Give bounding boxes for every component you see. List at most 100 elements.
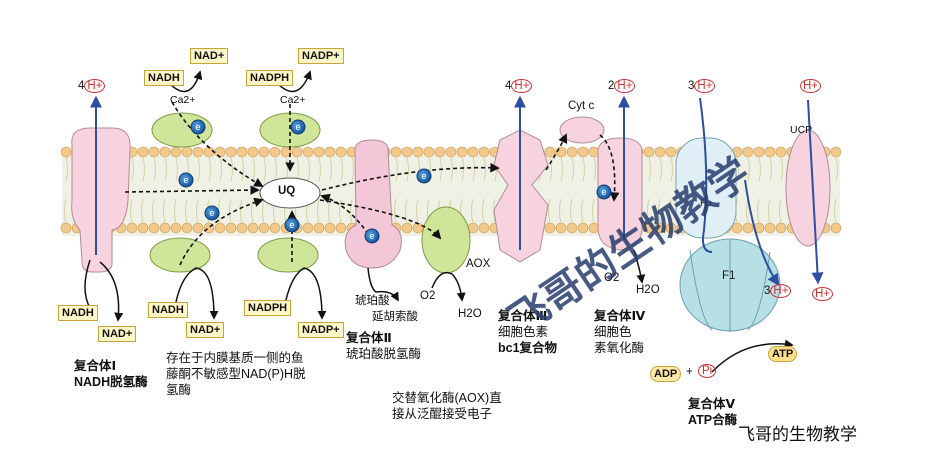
lipid-tail [405, 156, 409, 224]
lipid-tail [317, 156, 321, 224]
lipid-tail [64, 156, 68, 224]
lipid-head [544, 146, 556, 158]
lipid-head [214, 222, 226, 234]
lipid-head [170, 146, 182, 158]
lipid-head [324, 222, 336, 234]
ucp-shape [785, 129, 831, 247]
lipid-head [247, 146, 259, 158]
lipid-head [830, 146, 842, 158]
nadh-bottom-box: NADH [148, 302, 188, 318]
ubiquinone-label: UQ [278, 185, 296, 197]
ca-right-label: Ca2+ [280, 94, 306, 106]
electron-marker [416, 168, 432, 184]
complex-1-shape [71, 127, 131, 273]
lipid-tail [471, 156, 475, 224]
lipid-head [170, 222, 182, 234]
lipid-tail [240, 156, 244, 224]
complex-2-shape [344, 139, 402, 269]
lipid-head [159, 222, 171, 234]
lipid-tail [152, 156, 156, 224]
lipid-tail [482, 156, 486, 224]
lipid-tail [339, 156, 343, 224]
electron-symbol: e [369, 231, 374, 241]
aox-o2-label: O2 [420, 290, 436, 302]
lipid-tail [592, 156, 596, 224]
cyt-c-label: Cyt c [568, 100, 595, 112]
lipid-head [269, 146, 281, 158]
lipid-head [324, 146, 336, 158]
lipid-tail [570, 156, 574, 224]
lipid-head [60, 222, 72, 234]
electron-marker [178, 172, 194, 188]
lipid-head [137, 146, 149, 158]
signature-text: 飞哥的生物教学 [738, 425, 857, 444]
electron-symbol: e [195, 122, 200, 132]
lipid-head [467, 146, 479, 158]
electron-symbol: e [601, 187, 606, 197]
lipid-head [753, 146, 765, 158]
lipid-head [236, 146, 248, 158]
nad-top-box: NAD+ [190, 48, 229, 64]
lipid-head [423, 146, 435, 158]
ucp-proton-out-label: H+ [812, 287, 834, 301]
cytochrome-c-shape [559, 116, 605, 144]
lipid-tail [658, 156, 662, 224]
nadph-top-box: NADPH [246, 70, 294, 86]
lipid-tail [174, 156, 178, 224]
complex-5-f1-label: F1 [722, 270, 736, 282]
complex-4-o2-label: O2 [604, 272, 620, 284]
lipid-head [764, 222, 776, 234]
lipid-tail [581, 156, 585, 224]
lipid-head [445, 146, 457, 158]
alt-dehydrogenase-bottom-left [149, 237, 211, 273]
lipid-head [742, 222, 754, 234]
lipid-head [742, 146, 754, 158]
lipid-head [247, 222, 259, 234]
alt-dehydrogenase-caption: 存在于内膜基质一侧的鱼 藤酮不敏感型NAD(P)H脱 氢酶 [166, 351, 306, 397]
lipid-tail [163, 156, 167, 224]
ca-left-label: Ca2+ [170, 94, 196, 106]
lipid-tail [757, 156, 761, 224]
ucp-proton-in-label: H+ [800, 79, 822, 93]
lipid-head [555, 222, 567, 234]
lipid-tail [779, 156, 783, 224]
lipid-head [544, 222, 556, 234]
fumarate-label: 延胡索酸 [372, 311, 418, 323]
lipid-tail [834, 156, 838, 224]
lipid-tail [229, 156, 233, 224]
lipid-head [478, 146, 490, 158]
nadp-bottom-box: NADP+ [298, 322, 344, 338]
electron-marker [290, 119, 306, 135]
succinate-label: 琥珀酸 [355, 295, 390, 307]
atp-box: ATP [768, 346, 798, 362]
ucp-label: UCP [790, 124, 813, 136]
lipid-head [577, 222, 589, 234]
electron-symbol: e [421, 171, 426, 181]
lipid-tail [394, 156, 398, 224]
electron-marker [364, 228, 380, 244]
lipid-head [192, 146, 204, 158]
complex-1-nad-box: NAD+ [98, 326, 137, 342]
nadph-bottom-box: NADPH [244, 300, 292, 316]
lipid-head [258, 146, 270, 158]
lipid-head [181, 222, 193, 234]
ucp-proton-arrow [807, 99, 824, 285]
lipid-head [302, 222, 314, 234]
complex-5-fo-label: Fo [700, 198, 712, 209]
lipid-head [313, 146, 325, 158]
lipid-tail [196, 156, 200, 224]
lipid-head [159, 146, 171, 158]
lipid-tail [669, 156, 673, 224]
lipid-head [60, 146, 72, 158]
lipid-head [225, 146, 237, 158]
complex-4-h2o-label: H2O [636, 284, 660, 296]
aox-shape [421, 206, 471, 274]
